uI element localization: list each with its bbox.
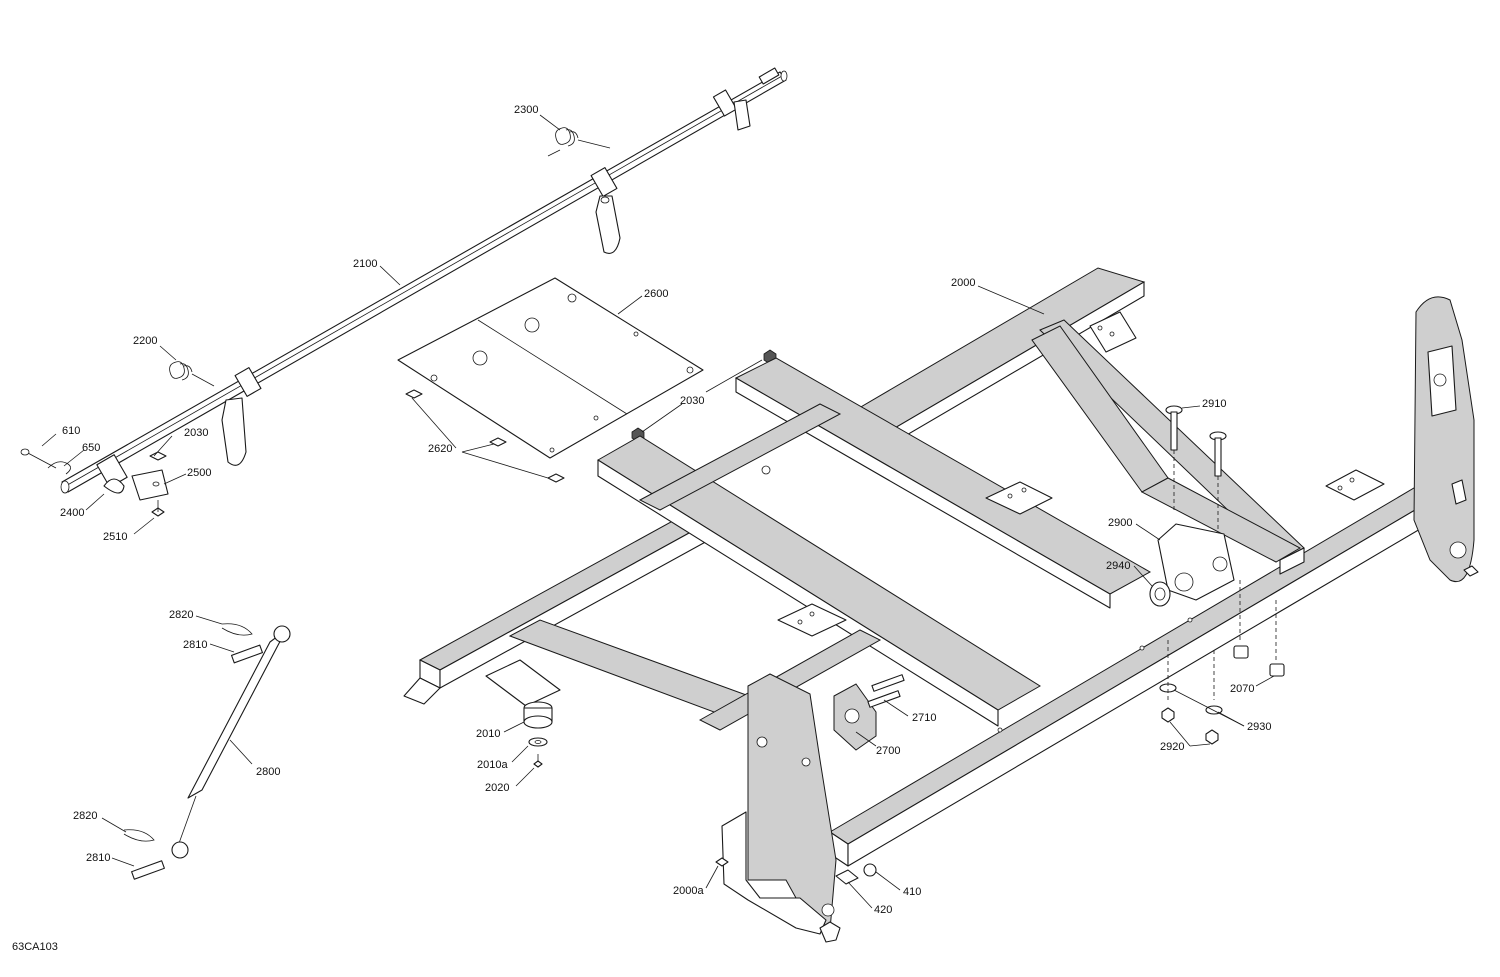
nuts-2920: [1161, 707, 1219, 745]
callout-2800: 2800: [256, 766, 281, 778]
bumpers-2070: [1233, 645, 1285, 677]
callout-2920: 2920: [1160, 741, 1185, 753]
clip-420: [835, 869, 859, 885]
bracket-2500: [131, 451, 169, 501]
gas-strut-2800: [171, 625, 291, 859]
callout-2510: 2510: [103, 531, 128, 543]
clip-2820-upper: [221, 623, 253, 636]
plate-2600: [397, 277, 704, 459]
figure-id: 63CA103: [12, 941, 58, 953]
callout-2400: 2400: [60, 507, 85, 519]
callout-2000: 2000: [951, 277, 976, 289]
mount-2700: [833, 683, 877, 751]
callout-2500: 2500: [187, 467, 212, 479]
callout-2620: 2620: [428, 443, 453, 455]
spring-2200: [169, 361, 215, 387]
bolt-2020: [533, 754, 543, 768]
callout-610: 610: [62, 425, 81, 437]
mount-2900: [1157, 523, 1235, 601]
callout-420: 420: [874, 904, 893, 916]
upright-left-2000a: [715, 673, 841, 943]
callout-2030-left: 2030: [184, 427, 209, 439]
callout-2000a: 2000a: [673, 885, 704, 897]
bushing-2010: [523, 701, 553, 729]
callout-2930: 2930: [1247, 721, 1272, 733]
clamp-2400: [103, 478, 125, 494]
pin-2810-upper: [230, 644, 264, 664]
callout-2010a: 2010a: [477, 759, 508, 771]
rod-2100: [60, 67, 788, 494]
callout-2820-upper: 2820: [169, 609, 194, 621]
upright-right: [1413, 296, 1479, 583]
pin-2810-lower: [131, 860, 165, 880]
clip-2820-lower: [123, 829, 155, 842]
bolts-2710: [867, 674, 905, 708]
leader-lines: [41, 114, 1275, 909]
callout-2710: 2710: [912, 712, 937, 724]
callout-2700: 2700: [876, 745, 901, 757]
hook-upper-right: [595, 195, 621, 254]
callout-2100: 2100: [353, 258, 378, 270]
bolts-2910: [1165, 405, 1227, 477]
callout-2010: 2010: [476, 728, 501, 740]
callout-2900: 2900: [1108, 517, 1133, 529]
callout-2200: 2200: [133, 335, 158, 347]
callout-2820-lower: 2820: [73, 810, 98, 822]
callout-2910: 2910: [1202, 398, 1227, 410]
callout-2020: 2020: [485, 782, 510, 794]
callout-2940: 2940: [1106, 560, 1131, 572]
callout-410: 410: [903, 886, 922, 898]
clip-650: [47, 461, 71, 475]
bolt-2510: [151, 500, 165, 517]
washer-2010a: [528, 737, 548, 747]
callout-650: 650: [82, 442, 101, 454]
callout-2030-upper: 2030: [680, 395, 705, 407]
fastener-410: [863, 863, 877, 877]
hook-lower-left: [221, 99, 751, 466]
callout-2070: 2070: [1230, 683, 1255, 695]
callout-2810-lower: 2810: [86, 852, 111, 864]
washer-2940: [1149, 581, 1171, 607]
callout-2300: 2300: [514, 104, 539, 116]
callout-2600: 2600: [644, 288, 669, 300]
spring-2300: [547, 127, 611, 157]
callout-2810-upper: 2810: [183, 639, 208, 651]
